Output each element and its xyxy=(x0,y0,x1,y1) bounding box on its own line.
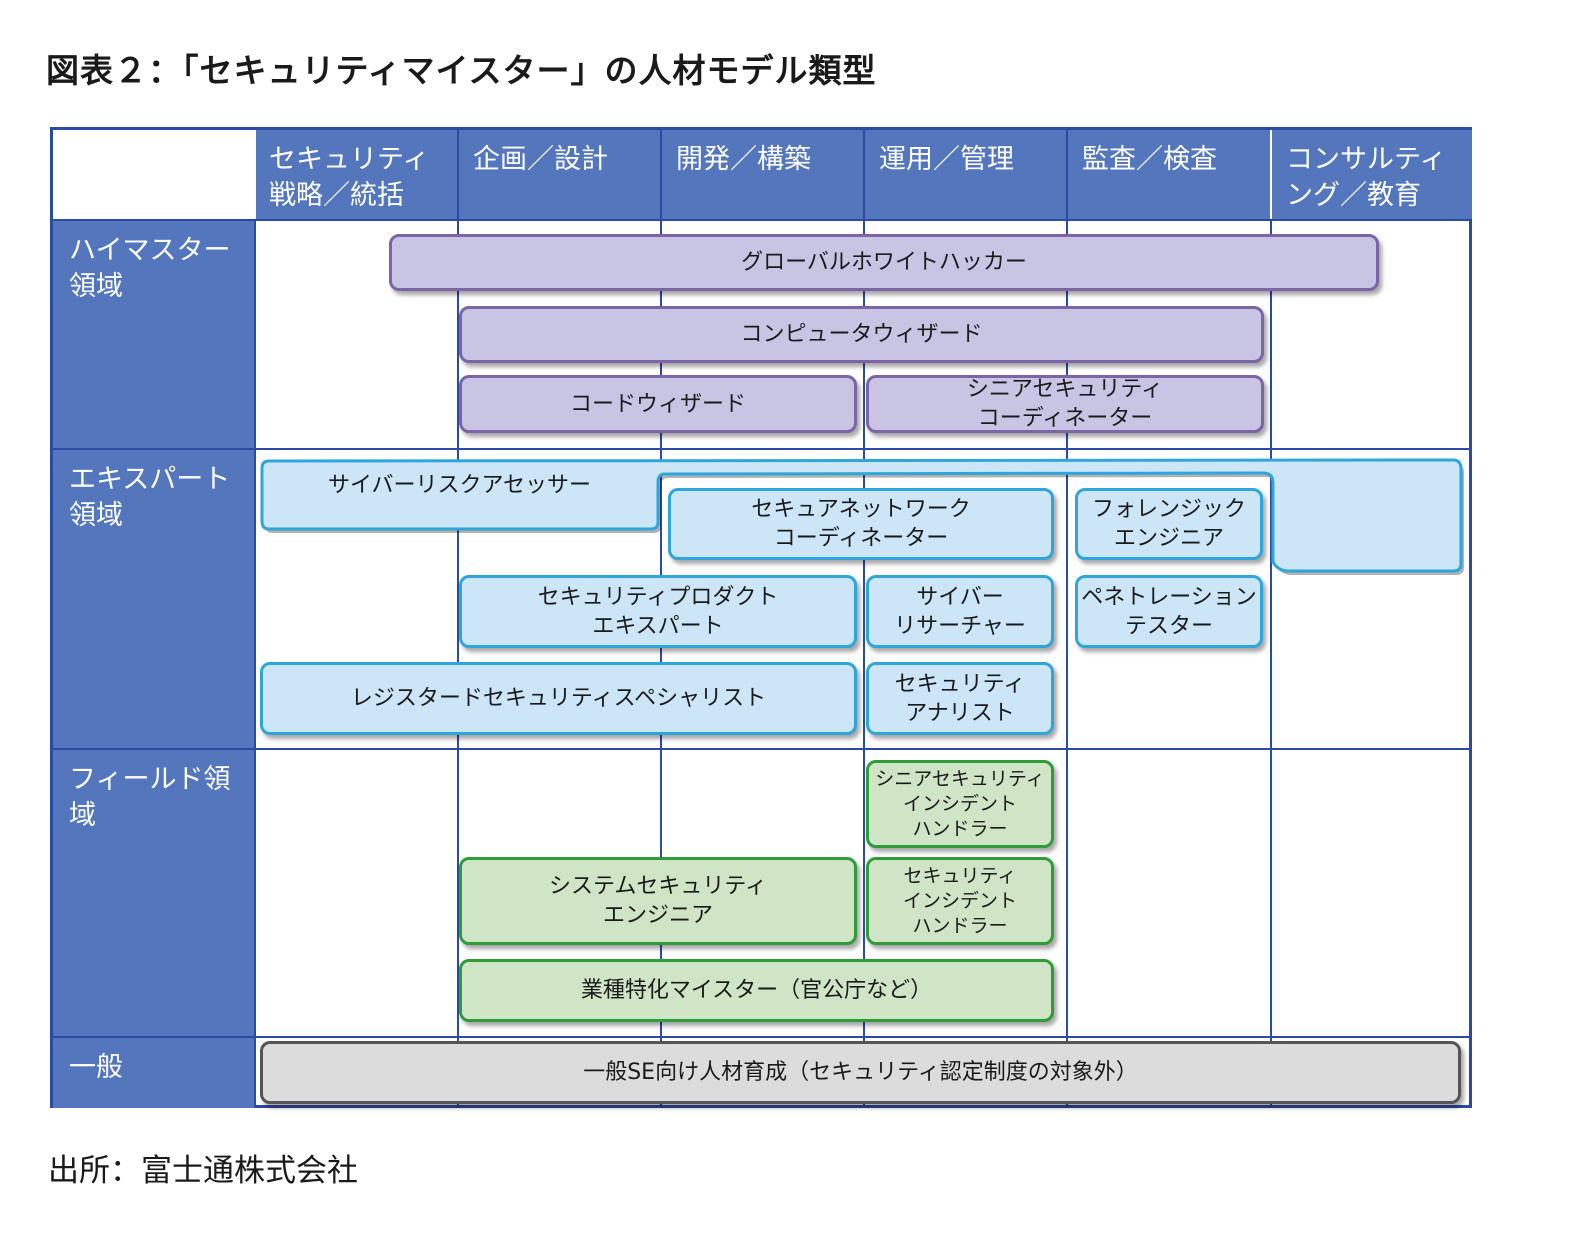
role-cyber-risk-assessor-shape xyxy=(260,458,1464,575)
column-header-strategy: セキュリティ 戦略／統括 xyxy=(255,130,457,219)
role-penetration-tester: ペネトレーション テスター xyxy=(1075,575,1263,648)
grid-line xyxy=(1270,130,1272,1108)
role-computer-wizard: コンピュータウィザード xyxy=(459,306,1264,363)
row-header-general: 一般 xyxy=(53,1038,254,1108)
role-registered-security-specialist: レジスタードセキュリティスペシャリスト xyxy=(260,662,857,735)
grid-line xyxy=(457,130,459,1108)
role-senior-incident-handler: シニアセキュリティ インシデント ハンドラー xyxy=(866,760,1054,848)
role-secure-network-coordinator: セキュアネットワーク コーディネーター xyxy=(668,488,1054,560)
grid-line xyxy=(53,448,1472,450)
figure-title: 図表２：「セキュリティマイスター」の人材モデル類型 xyxy=(46,51,877,90)
role-security-analyst: セキュリティ アナリスト xyxy=(866,662,1054,735)
role-senior-security-coordinator: シニアセキュリティ コーディネーター xyxy=(866,375,1264,433)
column-header-audit: 監査／検査 xyxy=(1068,130,1270,219)
role-incident-handler: セキュリティ インシデント ハンドラー xyxy=(866,857,1054,945)
role-security-product-expert: セキュリティプロダクト エキスパート xyxy=(459,575,857,648)
row-header-high-master: ハイマスター 領域 xyxy=(53,221,254,448)
role-general-se: 一般SE向け人材育成（セキュリティ認定制度の対象外） xyxy=(260,1041,1461,1104)
grid-line xyxy=(254,130,256,1108)
role-global-white-hacker: グローバルホワイトハッカー xyxy=(389,234,1379,291)
source-note: 出所：富士通株式会社 xyxy=(48,1153,358,1189)
row-header-field: フィールド領 域 xyxy=(53,750,254,1036)
column-header-development: 開発／構築 xyxy=(662,130,863,219)
header-separator xyxy=(254,130,256,219)
column-header-operation: 運用／管理 xyxy=(865,130,1066,219)
header-separator xyxy=(1270,130,1272,219)
role-code-wizard: コードウィザード xyxy=(459,375,857,433)
role-system-security-engineer: システムセキュリティ エンジニア xyxy=(459,857,857,945)
grid-line xyxy=(53,219,1472,221)
grid-line xyxy=(863,130,865,1108)
role-cyber-risk-assessor: サイバーリスクアセッサー xyxy=(327,473,592,498)
row-header-expert: エキスパート 領域 xyxy=(53,450,254,748)
role-cyber-researcher: サイバー リサーチャー xyxy=(866,575,1054,648)
grid-line xyxy=(53,748,1472,750)
grid-line xyxy=(53,1036,1472,1038)
column-header-consulting: コンサルティ ング／教育 xyxy=(1272,130,1472,219)
role-forensic-engineer: フォレンジック エンジニア xyxy=(1075,488,1263,560)
grid-line xyxy=(1066,130,1068,1108)
role-industry-meister: 業種特化マイスター（官公庁など） xyxy=(459,959,1054,1022)
column-header-planning: 企画／設計 xyxy=(459,130,660,219)
